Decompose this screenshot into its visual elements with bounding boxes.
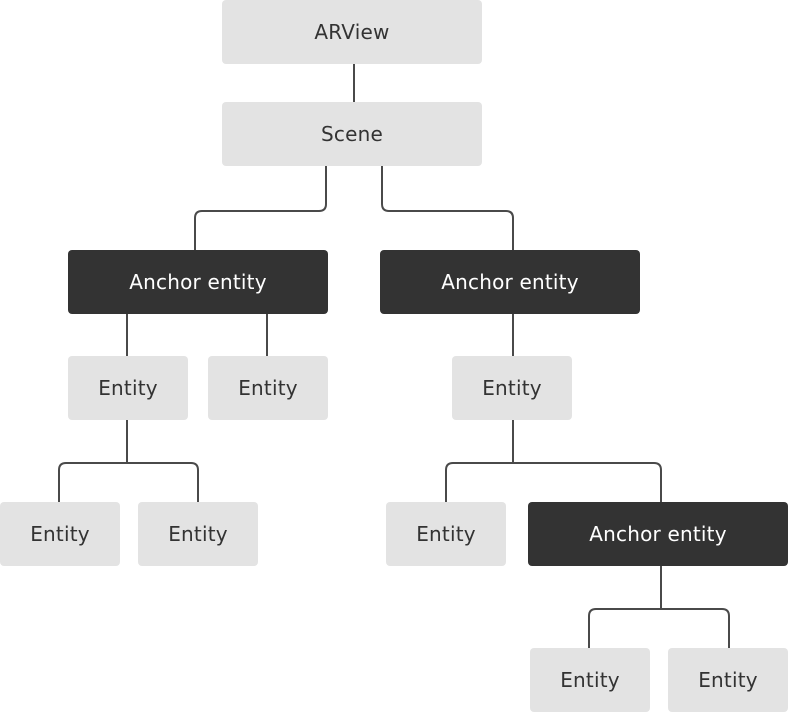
entity-label: Entity — [30, 522, 90, 546]
arview-label: ARView — [314, 20, 390, 44]
entity-label: Entity — [482, 376, 542, 400]
scene-node: Scene — [222, 102, 482, 166]
entity-node: Entity — [208, 356, 328, 420]
entity-node: Entity — [452, 356, 572, 420]
entity-label: Entity — [98, 376, 158, 400]
entity-node: Entity — [530, 648, 650, 712]
entity-node: Entity — [138, 502, 258, 566]
edge-scene-anchor-left — [194, 165, 327, 251]
entity-label: Entity — [560, 668, 620, 692]
entity-label: Entity — [698, 668, 758, 692]
anchor-entity-label: Anchor entity — [441, 270, 579, 294]
anchor-entity-label: Anchor entity — [129, 270, 267, 294]
scene-label: Scene — [321, 122, 383, 146]
anchor-entity-node-left: Anchor entity — [68, 250, 328, 314]
edge-anchor-r1b-children — [588, 565, 730, 649]
edge-entity-l1-children — [58, 419, 199, 503]
anchor-entity-node-nested: Anchor entity — [528, 502, 788, 566]
arview-node: ARView — [222, 0, 482, 64]
anchor-entity-label: Anchor entity — [589, 522, 727, 546]
entity-node: Entity — [0, 502, 120, 566]
entity-label: Entity — [238, 376, 298, 400]
entity-node: Entity — [68, 356, 188, 420]
entity-node: Entity — [668, 648, 788, 712]
edge-scene-anchor-right — [381, 165, 514, 251]
entity-node: Entity — [386, 502, 506, 566]
entity-label: Entity — [416, 522, 476, 546]
entity-label: Entity — [168, 522, 228, 546]
anchor-entity-node-right: Anchor entity — [380, 250, 640, 314]
edge-entity-r1-children — [445, 419, 662, 503]
